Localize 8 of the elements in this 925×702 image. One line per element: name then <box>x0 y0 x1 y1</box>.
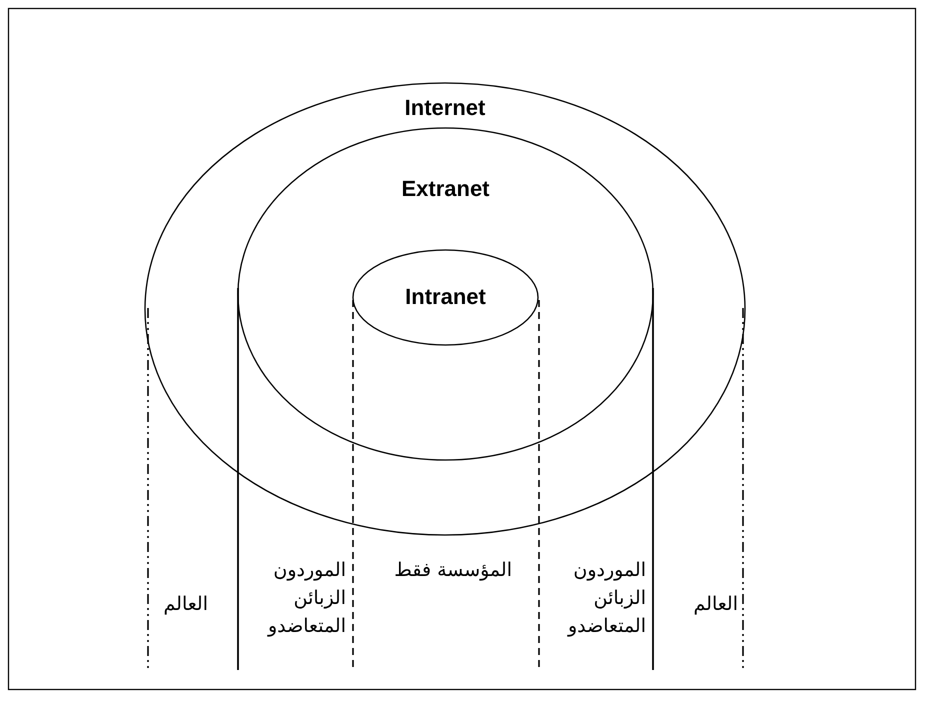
zone-label: الموردون الزبائن المتعاضدو <box>566 558 646 639</box>
region-label: Extranet <box>401 176 490 202</box>
region-label: Intranet <box>405 284 486 310</box>
zone-label: الموردون الزبائن المتعاضدو <box>266 558 346 639</box>
region-label: Internet <box>404 95 486 121</box>
zone-label: العالم <box>162 592 208 617</box>
zone-label: العالم <box>692 592 738 617</box>
zone-label: المؤسسة فقط <box>393 558 512 583</box>
